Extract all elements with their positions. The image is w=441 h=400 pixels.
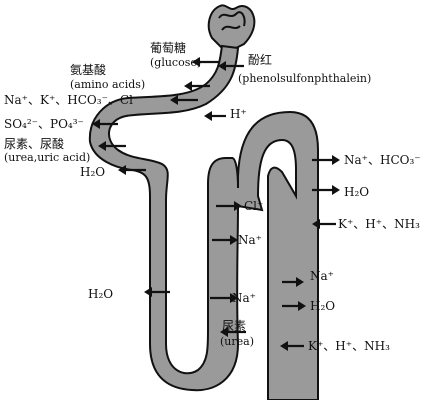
label-urea-cn-left: 尿素、尿酸 [4,136,64,151]
labels: 葡萄糖 (glucose) 氨基酸 (amino acids) Na⁺、K⁺、H… [4,40,421,353]
label-urea-en-left: (urea,uric acid) [4,151,90,164]
label-na-mid-lower: Na⁺ [232,291,256,305]
label-na-hco3-right: Na⁺、HCO₃⁻ [344,153,421,167]
label-phenol-cn: 酚红 [248,52,272,67]
label-amino-cn: 氨基酸 [70,62,106,77]
label-glucose-cn: 葡萄糖 [150,40,186,55]
label-h-plus-top: H⁺ [230,107,247,121]
label-amino-en: (amino acids) [70,78,145,91]
label-h2o-collect: H₂O [310,299,335,313]
glomerulus [207,4,256,49]
label-h2o-loop-left: H₂O [88,287,113,301]
label-glucose-en: (glucose) [150,56,201,69]
label-k-h-nh3-bottom: K⁺、H⁺、NH₃ [308,339,390,353]
arrows [92,57,340,351]
label-na-collect: Na⁺ [310,269,334,283]
label-phenol-en: (phenolsulfonphthalein) [238,72,371,85]
label-so4-po4: SO₄²⁻、PO₄³⁻ [4,117,84,131]
label-urea-cn-bottom: 尿素 [222,319,246,333]
label-na-mid-upper: Na⁺ [238,233,262,247]
label-urea-en-bottom: (urea) [220,335,254,348]
label-h2o-left: H₂O [80,165,105,179]
label-ions-left: Na⁺、K⁺、HCO₃⁻、Cl⁻ [4,93,139,107]
label-k-h-nh3-top: K⁺、H⁺、NH₃ [338,217,420,231]
label-h2o-right-top: H₂O [344,185,369,199]
label-cl-mid: Cl⁻ [244,199,263,213]
